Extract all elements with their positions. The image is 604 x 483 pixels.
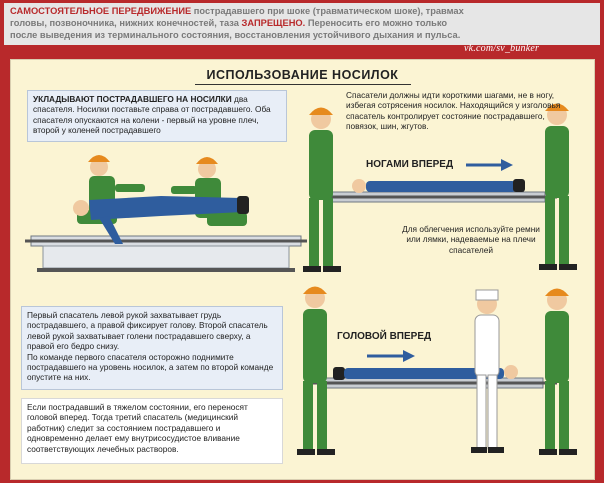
arrow-head-forward [367,350,415,362]
header-highlight-2: ЗАПРЕЩЕНО. [241,18,306,28]
info-box-lifting: Первый спасатель левой рукой захватывает… [21,306,283,390]
warning-header: САМОСТОЯТЕЛЬНОЕ ПЕРЕДВИЖЕНИЕ пострадавше… [4,3,600,45]
header-line-1: САМОСТОЯТЕЛЬНОЕ ПЕРЕДВИЖЕНИЕ пострадавше… [10,5,594,17]
info-box-laying: УКЛАДЫВАЮТ ПОСТРАДАВШЕГО НА НОСИЛКИ два … [27,90,287,142]
victim-carry-1 [352,179,525,193]
lifting-text-2: По команде первого спасателя осторожно п… [27,351,274,383]
stretcher-carry-2 [313,377,557,389]
header-text-2b: Переносить его можно только [305,18,448,28]
header-line-3: после выведения из терминального состоян… [10,30,461,40]
victim-lifted [73,196,249,244]
medic [471,289,504,453]
lifting-text-1: Первый спасатель левой рукой захватывает… [27,310,268,352]
laying-heading: УКЛАДЫВАЮТ ПОСТРАДАВШЕГО НА НОСИЛКИ [33,94,232,104]
rescuer-standing-2 [539,103,577,270]
page-title: ИСПОЛЬЗОВАНИЕ НОСИЛОК [206,68,399,82]
stretcher-ground [25,235,307,272]
header-highlight-1: САМОСТОЯТЕЛЬНОЕ ПЕРЕДВИЖЕНИЕ [10,6,192,16]
content-panel: ИСПОЛЬЗОВАНИЕ НОСИЛОК [10,59,595,480]
header-line-2: головы, позвоночника, нижних конечностей… [10,17,594,29]
label-feet-forward: НОГАМИ ВПЕРЕД [366,159,454,170]
title-underline [195,84,411,85]
rescuer-kneeling-2 [171,157,247,226]
label-head-forward: ГОЛОВОЙ ВПЕРЕД [337,331,432,342]
rescuer-standing-3 [297,286,335,455]
rescuer-standing-1 [303,107,341,272]
victim-carry-2 [333,365,518,380]
header-text-2: головы, позвоночника, нижних конечностей… [10,18,242,28]
watermark: vk.com/sv_bunker [464,43,540,54]
header-text-1: пострадавшего при шоке (травматическом ш… [191,6,464,16]
severe-text: Если пострадавший в тяжелом состоянии, е… [27,402,248,454]
straps-note: Для облегчения используйте ремни или лям… [402,224,540,255]
arrow-feet-forward [466,159,513,171]
illustrations [25,103,577,455]
walking-instructions: Спасатели должны идти короткими шагами, … [346,90,561,132]
rescuer-standing-4 [539,288,577,455]
stretcher-carry-1 [323,191,557,203]
laying-text: два спасателя. Носилки поставьте справа … [33,94,271,136]
info-box-severe: Если пострадавший в тяжелом состоянии, е… [21,398,283,464]
